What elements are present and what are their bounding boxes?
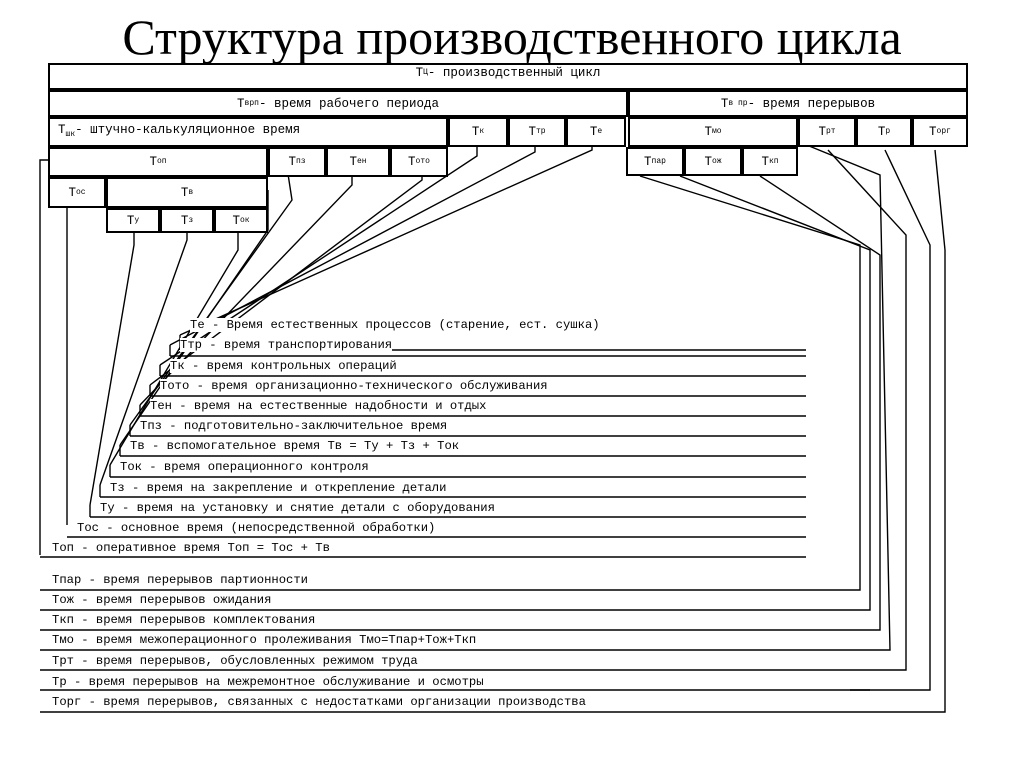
box-tu-symbol: Т [126, 213, 135, 228]
box-tos-symbol: Т [68, 185, 76, 200]
box-tr-symbol: Т [877, 125, 886, 139]
desc-te: Те - Время естественных процессов (старе… [190, 318, 600, 332]
box-tshk-sub: шк [65, 129, 76, 139]
box-tkp-sub: кп [768, 156, 779, 166]
desc-tok: Ток - время операционного контроля [120, 460, 369, 474]
box-torg-sub: орг [936, 127, 951, 136]
box-tvpr-text: - время перерывов [747, 96, 876, 111]
box-tc-symbol: Т [415, 66, 424, 80]
box-tz-sub: з [188, 215, 194, 225]
desc-top: Топ - оперативное время Топ = Тос + Тв [52, 541, 330, 555]
box-tvpr-sub: в пр [728, 98, 748, 108]
box-tr-sub: р [885, 127, 891, 136]
box-top-symbol: Т [149, 155, 157, 169]
box-tpz-symbol: Т [288, 155, 296, 169]
box-te-symbol: Т [589, 125, 598, 139]
desc-tpz: Тпз - подготовительно-заключительное вре… [140, 419, 448, 433]
box-torg-symbol: Т [929, 125, 937, 139]
desc-tk: Тк - время контрольных операций [170, 359, 397, 373]
box-tpar-sub: пар [651, 156, 666, 166]
box-tshk-text: - штучно-калькуляционное время [75, 122, 301, 137]
desc-tu: Ту - время на установку и снятие детали … [100, 501, 495, 515]
box-toto-sub: ото [415, 157, 430, 166]
box-trt-symbol: Т [818, 125, 826, 139]
desc-tkp: Ткп - время перерывов комплектования [52, 613, 316, 627]
box-top-sub: оп [156, 157, 167, 166]
desc-tr: Тр - время перерывов на межремонтное обс… [52, 675, 484, 689]
desc-tz: Тз - время на закрепление и открепление … [110, 481, 447, 495]
box-te-sub: е [597, 127, 603, 136]
box-tc-text: - производственный цикл [427, 66, 601, 80]
page-title: Структура производственного цикла [122, 9, 902, 65]
box-tshk-symbol: Т [58, 122, 66, 137]
box-ttr-symbol: Т [528, 125, 536, 139]
box-tk-sub: к [479, 127, 485, 136]
desc-toto: Тото - время организационно-технического… [160, 379, 548, 393]
desc-tozh: Тож - время перерывов ожидания [52, 593, 272, 607]
box-tc-sub: Ц [423, 68, 428, 77]
box-tu-sub: у [134, 215, 140, 225]
box-tpar-symbol: Т [644, 154, 652, 169]
box-tok-symbol: Т [232, 213, 240, 228]
desc-ttr: Ттр - время транспортирования [180, 338, 393, 352]
box-tpz-sub: пз [295, 157, 306, 166]
desc-tmo: Тмо - время межоперационного пролеживани… [52, 633, 477, 647]
box-tv-sub: в [188, 187, 194, 197]
box-tozh-sub: ож [711, 156, 722, 166]
box-tshk: Тшк- штучно-калькуляционное время [48, 117, 448, 147]
box-tozh-symbol: Т [704, 154, 712, 169]
box-ttr-sub: тр [535, 127, 546, 136]
box-tos-sub: ос [75, 187, 86, 197]
box-ten-sub: ен [356, 157, 367, 166]
desc-torg: Торг - время перерывов, связанных с недо… [52, 695, 586, 709]
box-ten-symbol: Т [349, 155, 357, 169]
box-tvrp-symbol: Т [237, 96, 245, 111]
desc-trt: Трт - время перерывов, обусловленных реж… [52, 654, 418, 668]
box-tvpr-symbol: Т [720, 96, 729, 111]
box-tmo-sub: мо [711, 127, 722, 136]
box-tok-sub: ок [239, 215, 250, 225]
desc-tv: Тв - вспомогательное время Тв = Ту + Тз … [130, 439, 460, 453]
box-tvrp-text: - время рабочего периода [258, 96, 439, 111]
desc-ten: Тен - время на естественные надобности и… [150, 399, 487, 413]
box-tmo-symbol: Т [704, 125, 712, 139]
box-toto-symbol: Т [408, 155, 416, 169]
desc-tos: Тос - основное время (непосредственной о… [77, 521, 436, 535]
desc-tpar: Тпар - время перерывов партионности [52, 573, 308, 587]
box-tk-symbol: Т [471, 125, 480, 139]
box-tkp-symbol: Т [761, 154, 769, 169]
box-tv-symbol: Т [180, 185, 189, 200]
box-tz-symbol: Т [180, 213, 189, 228]
box-trt-sub: рт [825, 127, 836, 136]
box-tvrp-sub: врп [244, 98, 259, 108]
